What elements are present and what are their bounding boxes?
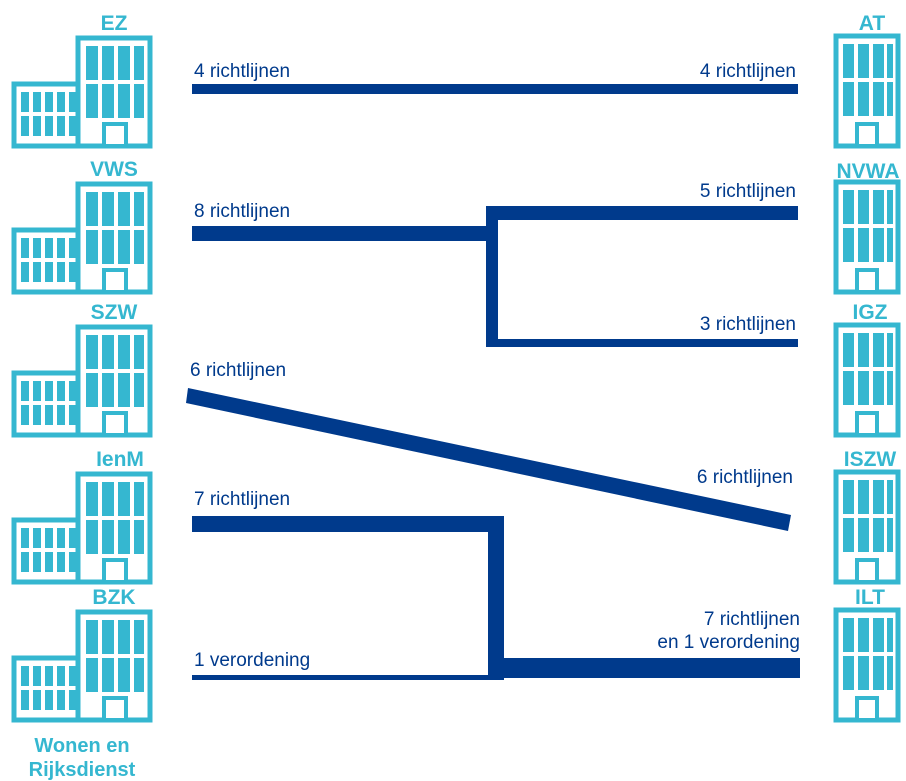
inspectorate-ilt-label: ILT	[855, 586, 885, 609]
inspectorate-iszw: ISZW	[836, 448, 898, 582]
inspectorate-building-icon	[836, 325, 898, 435]
ministry-bzk-sub-label-2: Rijksdienst	[29, 759, 136, 781]
inspectorate-building-icon	[836, 472, 898, 582]
ministry-ienm: IenM	[14, 448, 150, 582]
szw-right-label: 6 richtlijnen	[697, 467, 793, 488]
ministry-bzk: BZK	[14, 586, 150, 720]
ez-right-label: 4 richtlijnen	[700, 61, 796, 82]
ministry-ez-label: EZ	[101, 12, 128, 35]
ministry-ez: EZ	[14, 12, 150, 146]
inspectorate-building-icon	[836, 36, 898, 146]
connector-line-bzk	[192, 675, 498, 680]
ministry-building-icon	[14, 327, 150, 435]
ministry-building-icon	[14, 474, 150, 582]
connector-line-ilt	[488, 658, 800, 678]
inspectorate-igz: IGZ	[836, 301, 898, 435]
inspectorate-igz-label: IGZ	[853, 301, 888, 324]
connector-line	[186, 388, 791, 531]
szw-left-label: 6 richtlijnen	[190, 360, 286, 381]
ilt-right-label-1: 7 richtlijnen	[704, 609, 800, 630]
ilt-right-label-2: en 1 verordening	[657, 632, 800, 653]
inspectorate-building-icon	[836, 182, 898, 292]
ministry-bzk-label: BZK	[92, 586, 135, 609]
connector-line	[192, 226, 498, 241]
vws-left-label: 8 richtlijnen	[194, 201, 290, 222]
inspectorate-ilt: ILT	[836, 586, 898, 720]
ienm-left-label: 7 richtlijnen	[194, 489, 290, 510]
connector-line-ienm	[192, 516, 504, 532]
connector-ienm-bzk-ilt: 7 richtlijnen 1 verordening 7 richtlijne…	[192, 489, 800, 680]
ministry-ienm-label: IenM	[96, 448, 144, 471]
connector-vws: 8 richtlijnen 5 richtlijnen 3 richtlijne…	[192, 181, 798, 347]
ministry-building-icon	[14, 184, 150, 292]
ministry-building-icon	[14, 612, 150, 720]
ministry-bzk-sub-label-1: Wonen en	[34, 735, 129, 757]
connector-line-igz	[486, 339, 798, 347]
inspectorate-nvwa: NVWA	[836, 160, 900, 292]
ministry-building-icon	[14, 38, 150, 146]
connector-szw-iszw: 6 richtlijnen 6 richtlijnen	[186, 360, 793, 531]
inspectorate-iszw-label: ISZW	[844, 448, 897, 471]
ministry-vws-label: VWS	[90, 158, 138, 181]
ez-left-label: 4 richtlijnen	[194, 61, 290, 82]
ministry-szw-label: SZW	[91, 301, 138, 324]
connector-line	[192, 84, 798, 94]
connector-split	[486, 206, 498, 347]
inspectorate-at: AT	[836, 12, 898, 146]
bzk-left-label: 1 verordening	[194, 650, 310, 671]
inspectorate-nvwa-label: NVWA	[837, 160, 900, 183]
inspectorate-at-label: AT	[859, 12, 886, 35]
inspectorate-building-icon	[836, 610, 898, 720]
vws-right-top-label: 5 richtlijnen	[700, 181, 796, 202]
connector-merge	[488, 516, 504, 680]
ministry-vws: VWS	[14, 158, 150, 292]
connector-ez-at: 4 richtlijnen 4 richtlijnen	[192, 61, 798, 94]
ministry-szw: SZW	[14, 301, 150, 435]
vws-right-bottom-label: 3 richtlijnen	[700, 314, 796, 335]
connector-line-nvwa	[486, 206, 798, 220]
